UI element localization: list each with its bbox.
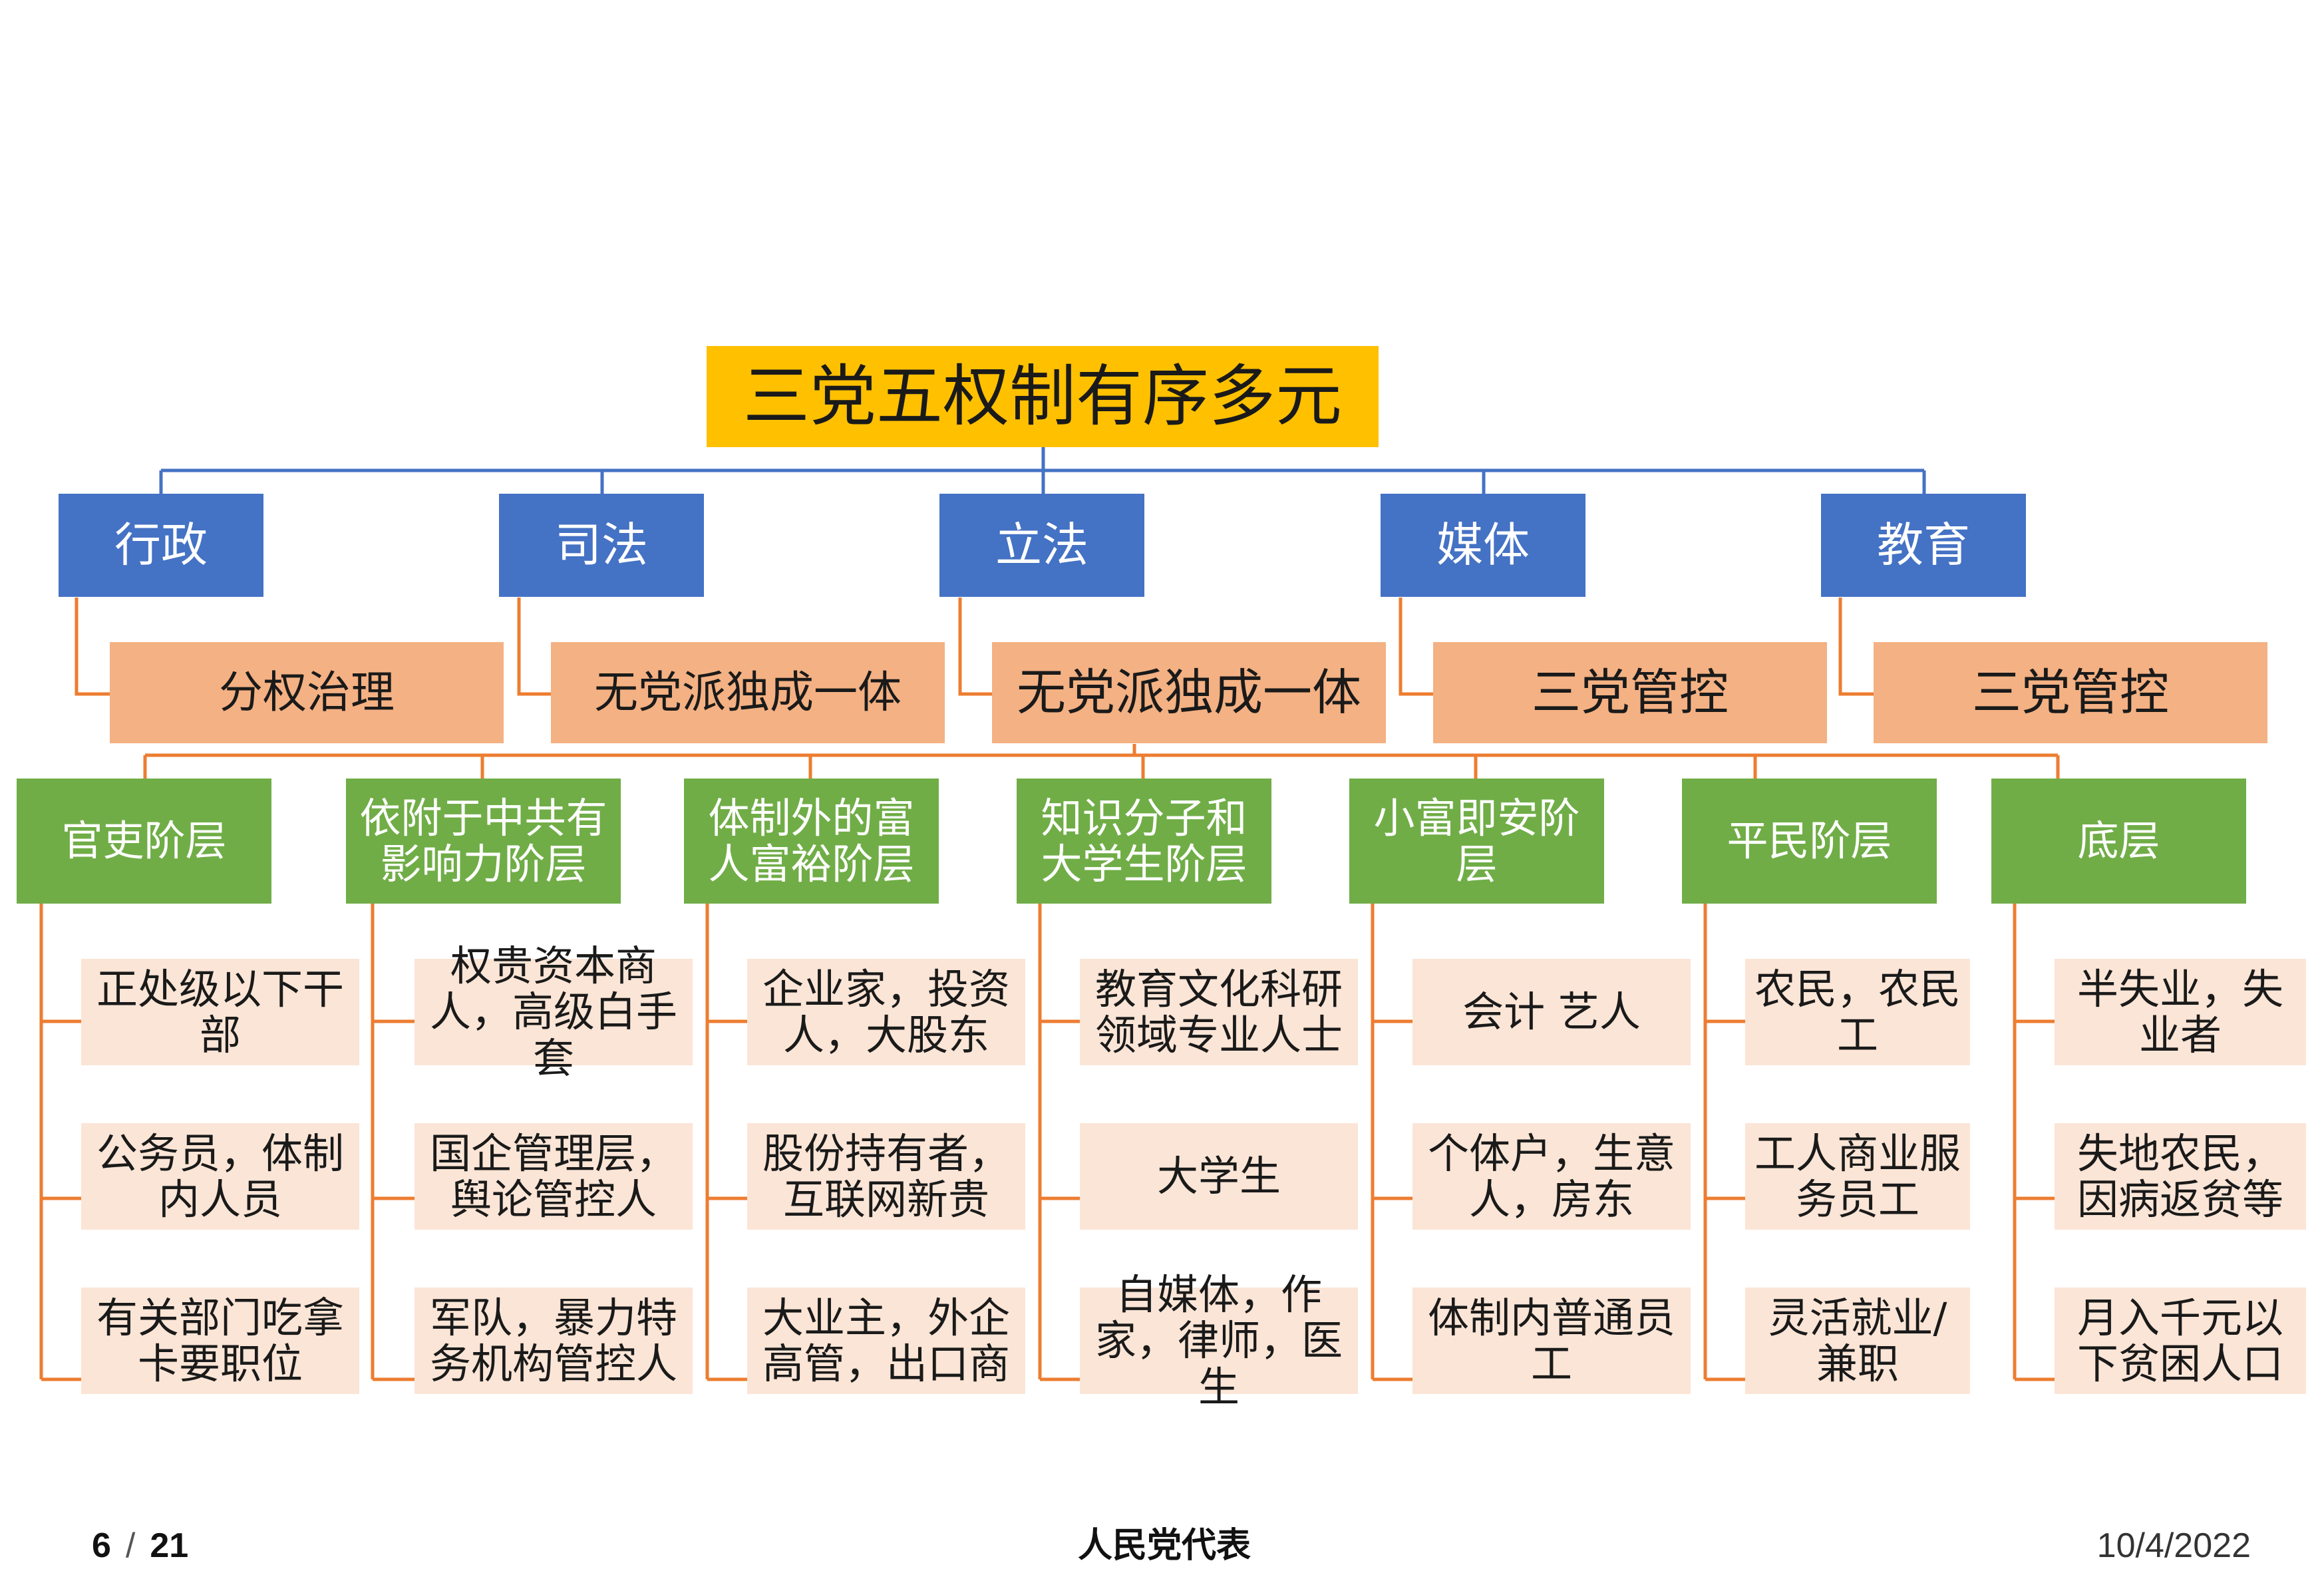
stratum-node: 依附于中共有影响力阶层 bbox=[346, 779, 621, 904]
member-node: 农民，农民工 bbox=[1745, 959, 1970, 1065]
page-counter: 6 / 21 bbox=[92, 1522, 188, 1569]
control-node-education: 三党管控 bbox=[1874, 642, 2267, 743]
power-node-education: 教育 bbox=[1821, 494, 2026, 597]
page-total: 21 bbox=[150, 1526, 189, 1565]
member-node: 公务员，体制内人员 bbox=[81, 1123, 359, 1230]
power-node-judiciary: 司法 bbox=[499, 494, 704, 597]
member-node: 失地农民，因病返贫等 bbox=[2055, 1123, 2306, 1230]
member-node: 月入千元以下贫困人口 bbox=[2055, 1288, 2306, 1394]
strata-bus-connectors bbox=[143, 744, 2060, 779]
stratum-node: 官吏阶层 bbox=[17, 779, 271, 904]
member-node: 体制内普通员工 bbox=[1412, 1288, 1691, 1394]
page-separator: / bbox=[125, 1526, 136, 1565]
stratum-node: 体制外的富人富裕阶层 bbox=[684, 779, 939, 904]
root-node: 三党五权制有序多元 bbox=[707, 346, 1379, 447]
power-elbow-connectors bbox=[75, 598, 1874, 696]
member-node: 军队，暴力特务机构管控人 bbox=[415, 1288, 693, 1394]
page-current: 6 bbox=[92, 1526, 111, 1565]
member-node: 企业家，投资人，大股东 bbox=[747, 959, 1025, 1065]
member-node: 正处级以下干部 bbox=[81, 959, 359, 1065]
power-node-media: 媒体 bbox=[1381, 494, 1585, 597]
stratum-node: 小富即安阶层 bbox=[1349, 779, 1604, 904]
member-node: 大学生 bbox=[1080, 1123, 1358, 1230]
stratum-node: 知识分子和大学生阶层 bbox=[1017, 779, 1271, 904]
member-node: 权贵资本商人，高级白手套 bbox=[415, 943, 693, 1081]
member-node: 股份持有者，互联网新贵 bbox=[747, 1123, 1025, 1230]
member-node: 个体户，生意人，房东 bbox=[1412, 1123, 1691, 1230]
member-node: 自媒体，作家，律师，医生 bbox=[1080, 1272, 1358, 1410]
control-node-executive: 分权治理 bbox=[110, 642, 504, 743]
power-node-legislature: 立法 bbox=[939, 494, 1144, 597]
member-node: 会计 艺人 bbox=[1412, 959, 1691, 1065]
power-node-executive: 行政 bbox=[59, 494, 263, 597]
root-connectors bbox=[159, 446, 1926, 494]
control-node-media: 三党管控 bbox=[1433, 642, 1827, 743]
member-node: 大业主，外企高管，出口商 bbox=[747, 1288, 1025, 1394]
member-node: 灵活就业/兼职 bbox=[1745, 1288, 1970, 1394]
stratum-node: 底层 bbox=[1991, 779, 2246, 904]
member-node: 工人商业服务员工 bbox=[1745, 1123, 1970, 1230]
footer-date: 10/4/2022 bbox=[2096, 1526, 2251, 1565]
footer-title: 人民党代表 bbox=[1077, 1526, 1251, 1565]
member-node: 半失业，失业者 bbox=[2055, 959, 2306, 1065]
stratum-node: 平民阶层 bbox=[1682, 779, 1937, 904]
control-node-judiciary: 无党派独成一体 bbox=[551, 642, 945, 743]
member-connectors bbox=[39, 904, 2055, 1381]
member-node: 国企管理层，舆论管控人 bbox=[415, 1123, 693, 1230]
member-node: 教育文化科研领域专业人士 bbox=[1080, 959, 1358, 1065]
member-node: 有关部门吃拿卡要职位 bbox=[81, 1288, 359, 1394]
control-node-legislature: 无党派独成一体 bbox=[992, 642, 1386, 743]
